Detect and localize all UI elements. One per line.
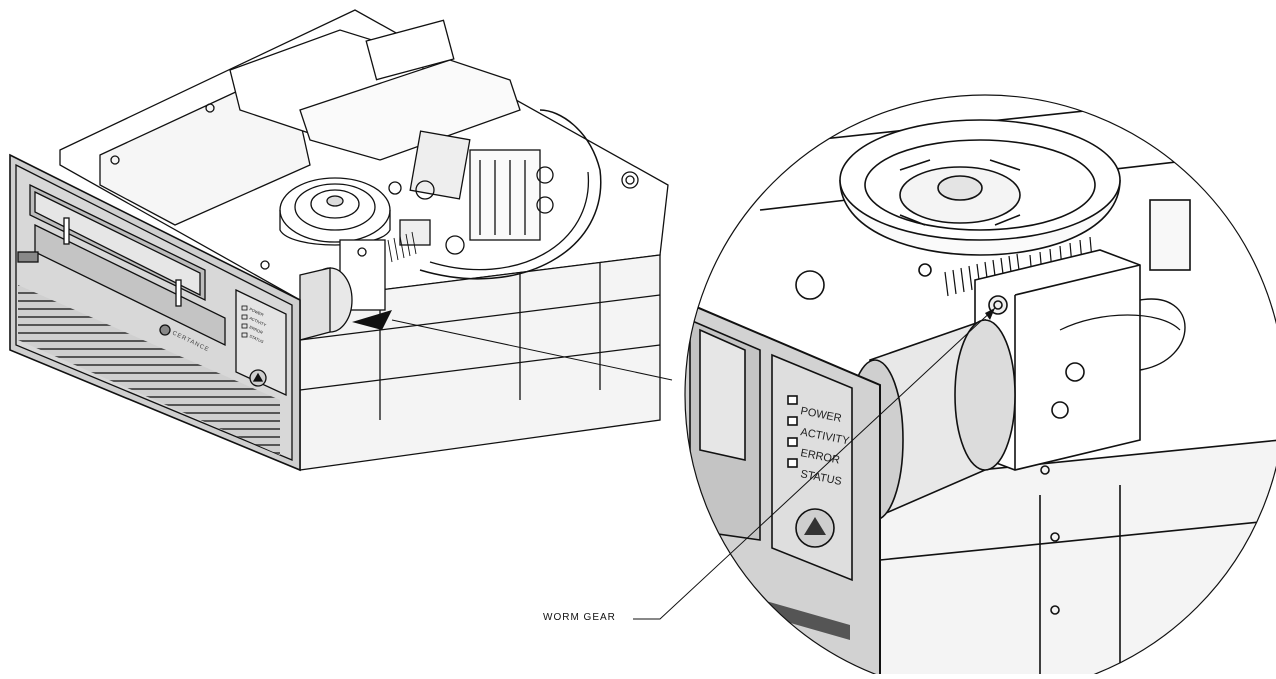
worm-gear-label: WORM GEAR	[543, 612, 616, 623]
led-label-status-small: STATUS	[249, 333, 265, 344]
led-label-power-small: POWER	[249, 306, 265, 317]
worm-gear-housing	[974, 249, 1141, 471]
magnified-detail	[685, 95, 1276, 679]
leader-line-upper	[391, 319, 673, 381]
led-panel-small	[235, 288, 287, 397]
vent-grille	[18, 285, 280, 455]
drive-overview	[9, 9, 669, 472]
magnifier-outline	[684, 94, 1276, 679]
callout-arrow-head	[352, 310, 392, 330]
cartridge-door	[34, 223, 226, 347]
reel-arc	[419, 109, 602, 280]
worm-gear-assembly	[299, 231, 417, 341]
leader-line-worm-gear	[633, 307, 996, 620]
reel-hub-large	[839, 119, 1121, 256]
worm-gear-arrow-head	[985, 308, 995, 320]
reel-hub	[279, 177, 391, 246]
head-assembly	[399, 130, 554, 255]
eject-icon	[804, 517, 826, 535]
led-label-error-small: ERROR	[249, 324, 264, 335]
